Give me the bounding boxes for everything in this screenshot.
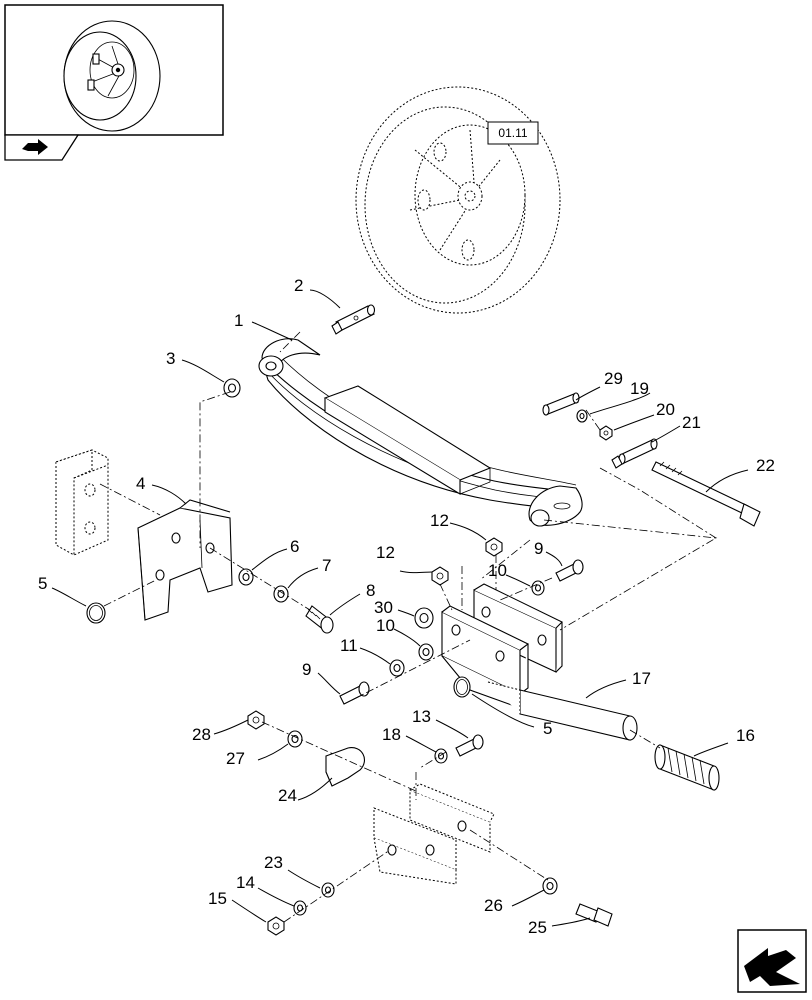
reference-page-label: 01.11 [498,126,527,140]
navigate-back-arrow-icon[interactable] [4,134,80,161]
bolt-9-right [555,559,584,582]
washer-18 [434,748,448,764]
clip-24 [325,747,365,787]
callout-13: 13 [412,707,431,726]
bushing-21 [611,438,658,469]
washer-23 [321,882,335,898]
callout-8: 8 [366,581,375,600]
nut-12-upper [485,537,503,557]
axle-mount-plate-front [441,605,530,709]
long-bolt-22 [651,461,761,527]
bolt-8 [305,605,334,634]
callout-14: 14 [236,873,255,892]
mounting-plate [373,807,457,885]
callout-29: 29 [604,369,623,388]
washer-3 [223,378,241,398]
callout-22: 22 [756,456,775,475]
callout-15: 15 [208,889,227,908]
callout-5-right: 5 [543,719,552,738]
navigate-next-arrow-icon[interactable] [737,929,807,993]
wheel-reference-outline [355,86,561,314]
callout-12-lower: 12 [376,543,395,562]
callout-4: 4 [136,474,145,493]
snap-ring-5-left [86,602,106,624]
callout-7: 7 [322,556,331,575]
callout-28: 28 [192,725,211,744]
callout-30: 30 [374,598,393,617]
callout-20: 20 [656,400,675,419]
reference-page-box[interactable]: 01.11 [487,121,539,145]
callout-10-right: 10 [488,561,507,580]
nut-15 [267,916,285,936]
washer-6 [238,568,254,586]
callout-21: 21 [682,413,701,432]
callout-27: 27 [226,749,245,768]
callout-9-left: 9 [302,660,311,679]
spring-pin [331,304,376,335]
callout-26: 26 [484,896,503,915]
callout-2: 2 [294,276,303,295]
bolt-13 [455,734,484,757]
mounting-plate-reference [409,783,495,853]
lock-washer-14 [293,900,307,916]
washer-11 [389,659,405,677]
callout-9-right: 9 [534,539,543,558]
callout-25: 25 [528,918,547,937]
lock-washer-7 [273,585,289,603]
callout-19: 19 [630,379,649,398]
snap-ring-5-right [453,676,471,698]
callout-18: 18 [382,725,401,744]
splined-shaft-16 [654,744,720,791]
bolt-9-left [339,681,370,705]
assembly-centerlines [99,331,718,923]
bolt-25 [575,903,613,927]
washer-10-right [531,580,545,596]
nut-28 [247,710,265,730]
callout-12-upper: 12 [430,511,449,530]
callout-24: 24 [278,786,297,805]
callout-leaders [51,289,749,927]
washer-26 [542,877,558,895]
spacer-30 [414,607,434,629]
callout-17: 17 [632,669,651,688]
callout-6: 6 [290,537,299,556]
spring-bracket [137,499,233,621]
callout-10-left: 10 [376,616,395,635]
callout-16: 16 [736,726,755,745]
washer-27 [287,730,303,748]
nut-12-lower [431,566,449,586]
axle-tube-17 [487,681,638,741]
pin-29 [542,392,580,416]
callout-23: 23 [264,853,283,872]
washer-10-left [418,643,434,661]
nut-20 [599,425,613,441]
callout-labels: 1 2 3 4 5 5 6 7 8 9 9 10 10 11 12 12 13 … [38,276,775,937]
washer-19 [576,409,588,423]
callout-11: 11 [340,636,358,655]
wheel-thumbnail-icon[interactable] [4,4,224,136]
leaf-spring [258,338,583,527]
callout-1: 1 [234,311,243,330]
callout-5-left: 5 [38,574,47,593]
callout-3: 3 [166,349,175,368]
frame-bracket-reference [55,449,109,556]
